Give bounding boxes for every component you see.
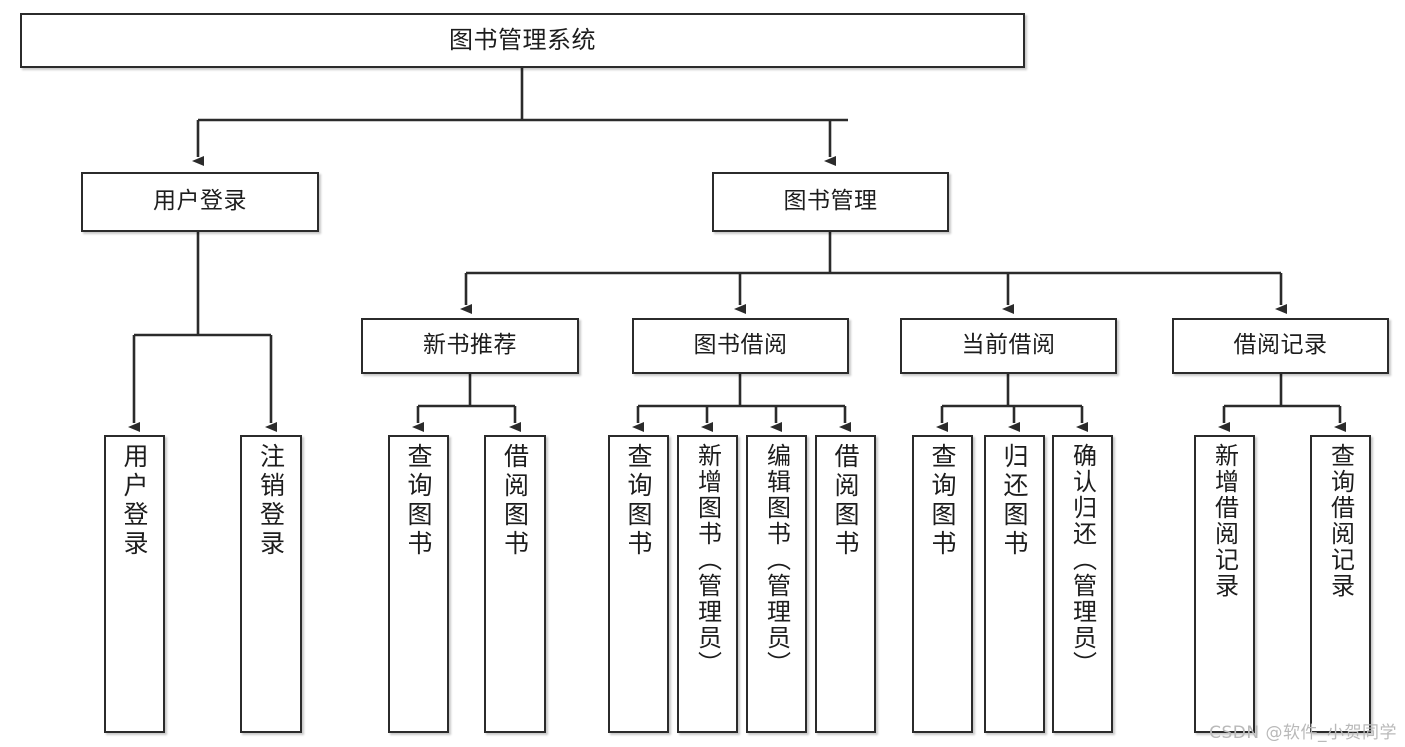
node-leaf-borrow-record-add[interactable]: 新增借阅记录	[1194, 435, 1255, 733]
node-leaf-book-borrow-query[interactable]: 查询图书	[608, 435, 669, 733]
node-leaf-book-borrow-add[interactable]: 新增图书（管理员）	[677, 435, 738, 733]
node-label: 查询图书	[624, 443, 653, 559]
node-label: 借阅图书	[500, 443, 530, 559]
node-label: 图书管理系统	[449, 26, 596, 55]
node-label: 当前借阅	[961, 332, 1056, 359]
node-label: 借阅图书	[831, 443, 860, 559]
node-leaf-book-borrow-borrow[interactable]: 借阅图书	[815, 435, 876, 733]
node-leaf-current-borrow-query[interactable]: 查询图书	[912, 435, 973, 733]
node-label: 新书推荐	[423, 332, 517, 359]
node-label: 查询借阅记录	[1326, 443, 1355, 599]
node-label: 新增图书（管理员）	[693, 443, 722, 677]
node-leaf-borrow-record-query[interactable]: 查询借阅记录	[1310, 435, 1371, 733]
node-book-borrow[interactable]: 图书借阅	[632, 318, 849, 374]
node-leaf-book-borrow-edit[interactable]: 编辑图书（管理员）	[746, 435, 807, 733]
node-current-borrow[interactable]: 当前借阅	[900, 318, 1117, 374]
node-book-management[interactable]: 图书管理	[712, 172, 949, 232]
node-leaf-user-login-login[interactable]: 用户登录	[104, 435, 165, 733]
node-label: 归还图书	[1000, 443, 1029, 559]
node-leaf-current-borrow-confirm-return[interactable]: 确认归还（管理员）	[1052, 435, 1113, 733]
node-user-login[interactable]: 用户登录	[81, 172, 319, 232]
node-label: 图书借阅	[693, 332, 788, 359]
node-label: 新增借阅记录	[1210, 443, 1239, 599]
node-label: 用户登录	[153, 188, 247, 215]
node-label: 编辑图书（管理员）	[762, 443, 791, 677]
node-label: 确认归还（管理员）	[1068, 443, 1097, 677]
node-label: 查询图书	[404, 443, 433, 559]
node-label: 借阅记录	[1233, 332, 1328, 359]
node-new-book-recommend[interactable]: 新书推荐	[361, 318, 579, 374]
node-label: 注销登录	[256, 443, 286, 559]
node-leaf-current-borrow-return[interactable]: 归还图书	[984, 435, 1045, 733]
node-leaf-new-book-borrow[interactable]: 借阅图书	[484, 435, 546, 733]
node-label: 查询图书	[928, 443, 957, 559]
watermark-text: CSDN @软件_小贺同学	[1209, 723, 1397, 743]
node-leaf-user-login-logout[interactable]: 注销登录	[240, 435, 302, 733]
node-root-book-management-system[interactable]: 图书管理系统	[20, 13, 1025, 68]
node-borrow-record[interactable]: 借阅记录	[1172, 318, 1389, 374]
node-label: 图书管理	[783, 188, 878, 215]
node-leaf-new-book-query[interactable]: 查询图书	[388, 435, 449, 733]
node-label: 用户登录	[120, 443, 149, 559]
